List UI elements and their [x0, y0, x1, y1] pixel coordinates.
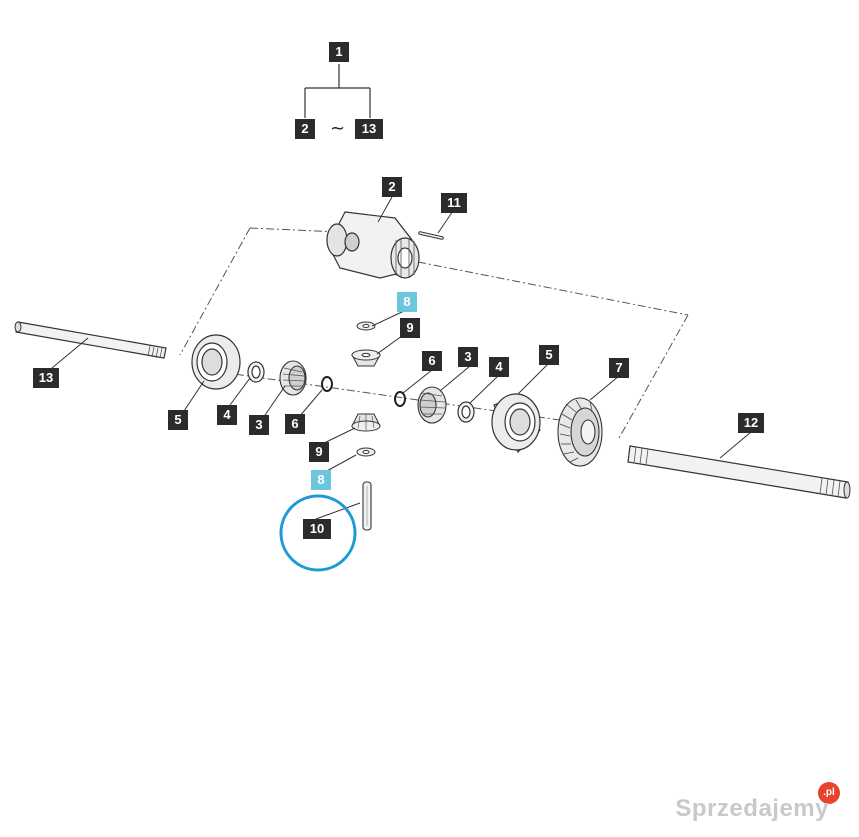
hierarchy-lines: [304, 64, 371, 118]
callout-9-top: 9: [400, 318, 420, 338]
callout-3-left: 3: [249, 415, 269, 435]
watermark-badge: .pl: [823, 787, 835, 798]
thrust-washer-part-8-bottom: [356, 447, 376, 457]
tree-separator: ~: [330, 118, 346, 139]
washer-part-4-left: [247, 361, 265, 383]
callout-12: 12: [738, 413, 764, 433]
bearing-part-5-left: [191, 334, 241, 390]
differential-housing: [326, 211, 420, 279]
side-gear-part-3-left: [279, 360, 307, 396]
pinion-gear-part-9-top: [351, 349, 381, 367]
ring-part-6-right: [394, 391, 406, 407]
side-gear-part-3-right: [417, 386, 447, 424]
callout-3-right: 3: [458, 347, 478, 367]
assembly-dashed-outline: [179, 227, 689, 441]
axle-shaft-12: [627, 445, 851, 499]
bearing-part-5-right: [491, 393, 541, 454]
callout-9-bottom: 9: [309, 442, 329, 462]
watermark-badge-circle: [818, 782, 840, 804]
callout-5-right: 5: [539, 345, 559, 365]
washer-part-4-right: [457, 401, 475, 423]
callout-8-bottom: 8: [311, 470, 331, 490]
callout-13: 13: [33, 368, 59, 388]
tree-left-label: 2: [295, 119, 315, 139]
tree-right-label: 13: [355, 119, 383, 139]
tree-root-label: 1: [329, 42, 349, 62]
thrust-washer-part-8-top: [356, 321, 376, 331]
callout-8-top: 8: [397, 292, 417, 312]
watermark-text: Sprzedajemy: [675, 795, 829, 822]
ring-part-6-left: [321, 376, 333, 392]
ring-gear-part-7: [557, 397, 603, 467]
pin-part-11: [418, 231, 444, 240]
callout-7: 7: [609, 358, 629, 378]
leader-lines: [45, 196, 752, 520]
callout-6-right: 6: [422, 351, 442, 371]
callout-11: 11: [441, 193, 467, 213]
axle-shaft-13: [14, 321, 167, 359]
callout-4-right: 4: [489, 357, 509, 377]
callout-10: 10: [303, 519, 331, 539]
highlight-circle: [279, 494, 357, 572]
pinion-gear-part-9-bottom: [351, 413, 381, 432]
callout-4-left: 4: [217, 405, 237, 425]
callout-6-left: 6: [285, 414, 305, 434]
pinion-shaft-part-10: [362, 481, 372, 531]
callout-2: 2: [382, 177, 402, 197]
callout-5-left: 5: [168, 410, 188, 430]
